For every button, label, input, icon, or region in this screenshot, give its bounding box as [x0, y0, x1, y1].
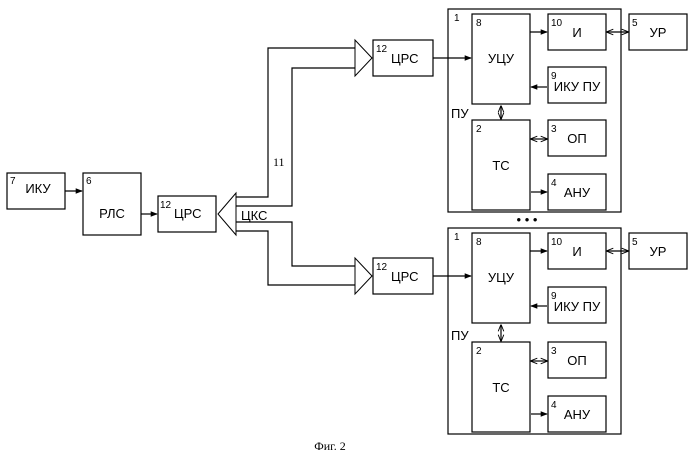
i-number-top: 10 [551, 18, 563, 29]
crs-left-label: ЦРС [174, 206, 202, 221]
ucu-label-top: УЦУ [488, 51, 515, 66]
ts-number-bottom: 2 [476, 346, 482, 357]
channel-label: ЦКС [241, 208, 267, 223]
pu-label-top: ПУ [451, 106, 469, 121]
ts-label-bottom: ТС [492, 380, 509, 395]
channel-inner-line [236, 68, 355, 206]
channel-number: 11 [273, 155, 285, 169]
anu-number-bottom: 4 [551, 400, 557, 411]
iku-pu-label-top: ИКУ ПУ [554, 79, 601, 94]
station-number-bottom: 1 [454, 232, 460, 243]
iku-number: 7 [10, 176, 16, 187]
ts-number-top: 2 [476, 124, 482, 135]
ur-number-bottom: 5 [632, 237, 638, 248]
station-top: 12 ЦРС 1 ПУ 8 УЦУ 2 ТС 10 И 9 ИКУ ПУ 3 О… [373, 9, 687, 212]
channel-inner-line-bottom [236, 222, 355, 266]
channel-outer-line-bottom [236, 231, 355, 285]
crs-bottom-number: 12 [376, 262, 388, 273]
iku-label: ИКУ [25, 181, 51, 196]
left-chain: 7 ИКУ 6 РЛС 12 ЦРС [7, 173, 216, 235]
i-label-top: И [572, 25, 581, 40]
anu-number-top: 4 [551, 178, 557, 189]
channel-11: ЦКС 11 [218, 40, 372, 294]
rls-block [83, 173, 141, 235]
crs-left-number: 12 [160, 200, 172, 211]
rls-label: РЛС [99, 206, 125, 221]
crs-bottom-label: ЦРС [391, 269, 419, 284]
channel-arrowhead-top [355, 40, 372, 76]
anu-label-top: АНУ [564, 185, 591, 200]
figure-caption: Фиг. 2 [314, 439, 345, 453]
op-number-bottom: 3 [551, 346, 557, 357]
channel-arrowhead-left [218, 193, 236, 235]
crs-top-label: ЦРС [391, 51, 419, 66]
rls-number: 6 [86, 176, 92, 187]
ucu-number-top: 8 [476, 18, 482, 29]
op-number-top: 3 [551, 124, 557, 135]
i-number-bottom: 10 [551, 237, 563, 248]
ur-number-top: 5 [632, 18, 638, 29]
channel-outer-line [236, 48, 355, 197]
iku-pu-label-bottom: ИКУ ПУ [554, 299, 601, 314]
op-label-bottom: ОП [567, 353, 586, 368]
crs-top-number: 12 [376, 44, 388, 55]
ucu-label-bottom: УЦУ [488, 270, 515, 285]
ucu-number-bottom: 8 [476, 237, 482, 248]
station-bottom: 12 ЦРС 1 ПУ 8 УЦУ 2 ТС 10 И 9 ИКУ ПУ 3 О… [373, 228, 687, 434]
channel-arrowhead-bottom [355, 258, 372, 294]
pu-label-bottom: ПУ [451, 328, 469, 343]
op-label-top: ОП [567, 131, 586, 146]
ur-label-top: УР [650, 25, 667, 40]
ts-label-top: ТС [492, 158, 509, 173]
ur-label-bottom: УР [650, 244, 667, 259]
i-label-bottom: И [572, 244, 581, 259]
ellipsis: • • • [517, 212, 538, 227]
station-number-top: 1 [454, 13, 460, 24]
anu-label-bottom: АНУ [564, 407, 591, 422]
